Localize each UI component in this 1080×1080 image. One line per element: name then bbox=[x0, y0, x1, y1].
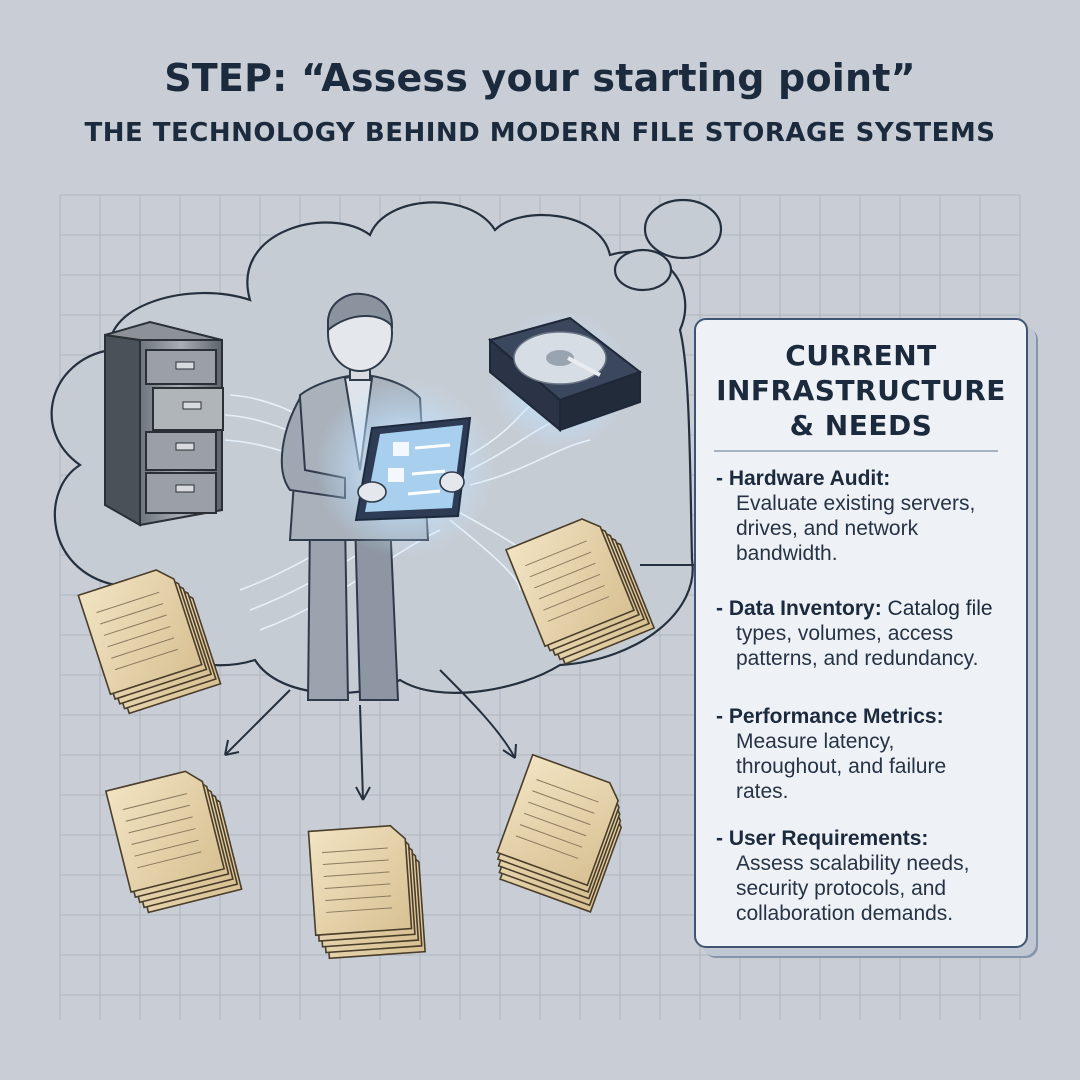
tablet-icon bbox=[354, 416, 472, 522]
bullet-dash: - bbox=[716, 597, 729, 620]
item-inline-text: Catalog file bbox=[887, 597, 993, 620]
list-item-user-requirements: - User Requirements: Assess scalability … bbox=[716, 826, 1026, 926]
hard-drive-icon bbox=[487, 310, 643, 450]
item-desc-line: Assess scalability needs, bbox=[736, 852, 970, 875]
item-desc-line: patterns, and redundancy. bbox=[736, 647, 979, 670]
bullet-dash: - bbox=[716, 827, 729, 850]
item-desc-line: throughout, and failure bbox=[736, 755, 947, 778]
item-desc-line: collaboration demands. bbox=[736, 902, 954, 925]
filing-cabinet-icon bbox=[104, 320, 224, 527]
arrow-icon bbox=[224, 669, 517, 801]
document-stack-icon bbox=[77, 569, 222, 715]
item-desc-line: Measure latency, bbox=[736, 730, 895, 753]
panel-heading-line: & NEEDS bbox=[789, 409, 933, 442]
document-stack-icon bbox=[104, 770, 243, 914]
bullet-dash: - bbox=[716, 467, 729, 490]
page-title: STEP: “Assess your starting point” bbox=[164, 56, 916, 100]
list-item-performance-metrics: - Performance Metrics: Measure latency, … bbox=[716, 704, 1026, 804]
panel-heading: CURRENT INFRASTRUCTURE & NEEDS bbox=[696, 338, 1026, 443]
item-label: Hardware Audit: bbox=[728, 467, 891, 490]
item-desc-line: rates. bbox=[736, 780, 789, 803]
list-item-hardware-audit: - Hardware Audit: Evaluate existing serv… bbox=[716, 466, 1026, 566]
item-desc-line: types, volumes, access bbox=[736, 622, 954, 645]
item-label: User Requirements: bbox=[728, 827, 929, 850]
bullet-dash: - bbox=[716, 705, 729, 728]
document-stack-icon bbox=[307, 824, 427, 960]
item-desc-line: security protocols, and bbox=[736, 877, 947, 900]
item-desc-line: drives, and network bbox=[736, 517, 919, 540]
panel-heading-line: CURRENT bbox=[785, 339, 937, 372]
list-item-data-inventory: - Data Inventory: Catalog file types, vo… bbox=[716, 596, 1026, 671]
page-subtitle: THE TECHNOLOGY BEHIND MODERN FILE STORAG… bbox=[84, 118, 996, 148]
item-desc-line: Evaluate existing servers, bbox=[736, 492, 976, 515]
document-stack-icon bbox=[504, 518, 656, 665]
panel-divider bbox=[714, 450, 998, 452]
infrastructure-needs-panel: CURRENT INFRASTRUCTURE & NEEDS - Hardwar… bbox=[694, 318, 1028, 948]
item-label: Data Inventory: bbox=[728, 597, 882, 620]
document-stack-icon bbox=[496, 753, 623, 913]
panel-heading-line: INFRASTRUCTURE bbox=[716, 374, 1006, 407]
item-desc-line: bandwidth. bbox=[736, 542, 838, 565]
item-label: Performance Metrics: bbox=[728, 705, 944, 728]
